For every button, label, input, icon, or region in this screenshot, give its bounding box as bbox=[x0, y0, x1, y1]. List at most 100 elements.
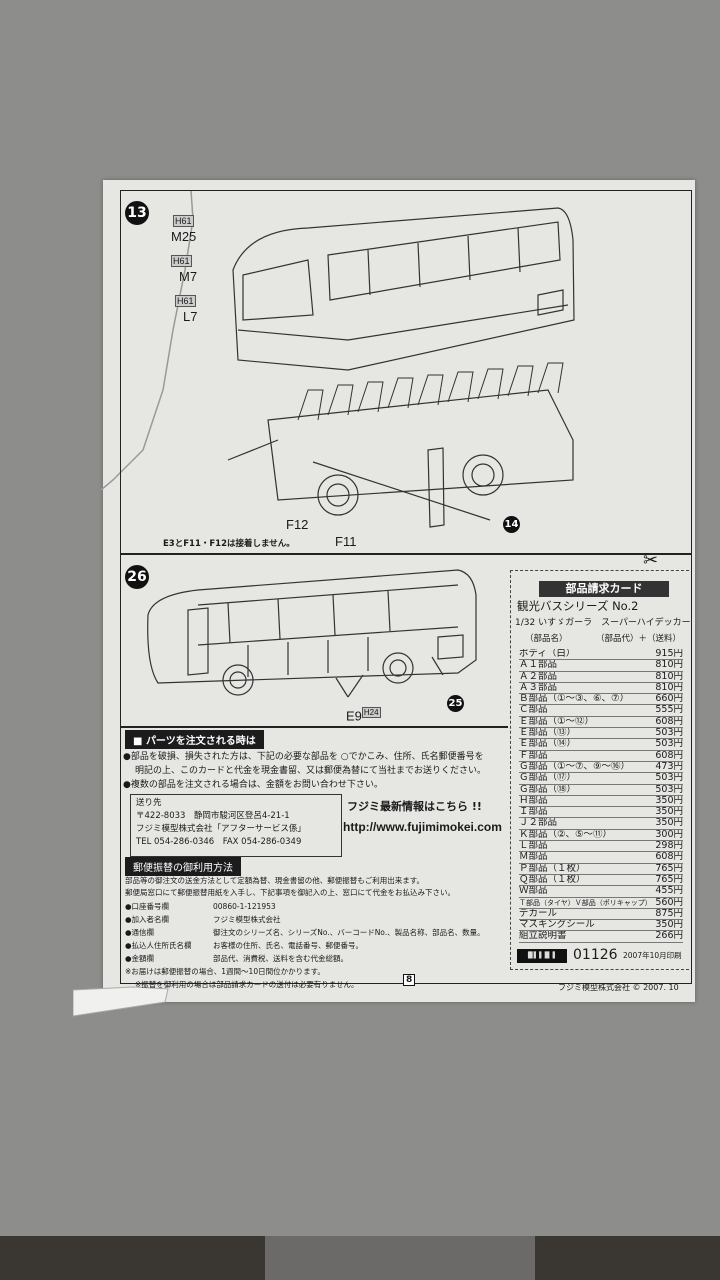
field-label: ●通信欄 bbox=[125, 928, 155, 937]
part-name: Ａ２部品 bbox=[519, 671, 558, 682]
part-name: Ｐ部品（１枚） bbox=[519, 863, 586, 874]
parts-row: Ｊ２部品 350円 bbox=[519, 818, 683, 830]
parts-row: Ａ２部品 810円 bbox=[519, 672, 683, 683]
part-price: 298円 bbox=[655, 841, 683, 852]
part-price: 503円 bbox=[655, 773, 683, 784]
scissors-icon: ✂ bbox=[643, 550, 659, 571]
part-m7: M7 bbox=[179, 269, 198, 284]
part-price: 503円 bbox=[655, 728, 683, 739]
address-heading: 送り先 bbox=[136, 798, 162, 808]
column-price: （部品代）＋（送料） bbox=[596, 634, 682, 644]
parts-row: デカール 875円 bbox=[519, 908, 683, 921]
part-m25: M25 bbox=[171, 229, 197, 244]
part-price: 608円 bbox=[655, 750, 683, 761]
parts-row: Ｇ部品（⑰）503円 bbox=[519, 773, 683, 785]
promo-text: フジミ最新情報はこちら !! bbox=[347, 800, 482, 813]
parts-row: Ｌ部品 298円 bbox=[519, 841, 683, 853]
part-price: 608円 bbox=[655, 852, 683, 863]
parts-row: Ｋ部品（②、⑤〜⑪） 300円 bbox=[519, 829, 683, 842]
parts-row: Ｆ部品 608円 bbox=[519, 751, 683, 762]
tag-h61: H61 bbox=[175, 295, 196, 307]
order-bullet-2: ●複数の部品を注文される場合は、金額をお問い合わせ下さい。 bbox=[123, 780, 383, 790]
order-section-title: ■ パーツを注文される時は bbox=[125, 730, 264, 749]
step-14-reference: 14 bbox=[503, 516, 520, 533]
part-name: 組立説明書 bbox=[519, 931, 567, 942]
part-price: 503円 bbox=[655, 739, 683, 750]
part-name: Ｌ部品 bbox=[519, 841, 548, 852]
parts-request-card: 部品請求カード 観光バスシリーズ No.2 1/32 いすゞガーラ スーパーハイ… bbox=[510, 570, 691, 970]
bus-assembly-illustration bbox=[227, 207, 575, 528]
part-name: Ｃ部品 bbox=[519, 705, 548, 716]
part-name: Ｔ部品（タイヤ）Ｖ部品（ポリキャップ） bbox=[519, 898, 652, 907]
table-edge-highlight bbox=[265, 1236, 535, 1280]
part-price: 765円 bbox=[655, 863, 683, 874]
part-name: デカール bbox=[519, 908, 558, 919]
step-13-note: E3とF11・F12は接着しません。 bbox=[163, 539, 295, 549]
part-price: 473円 bbox=[655, 761, 683, 772]
field-value: 00860-1-121953 bbox=[213, 902, 276, 911]
part-price: 875円 bbox=[655, 908, 683, 919]
parts-row: Ｑ部品（１枚）765円 bbox=[519, 875, 683, 887]
part-price: 608円 bbox=[655, 716, 683, 727]
part-name: Ｗ部品 bbox=[519, 886, 548, 897]
part-name: Ｅ部品（⑭） bbox=[519, 739, 577, 750]
barcode: █▌▌█▐ bbox=[517, 949, 567, 963]
part-name: Ｆ部品 bbox=[519, 750, 548, 761]
torn-edge bbox=[73, 190, 194, 1017]
part-price: 350円 bbox=[655, 920, 683, 931]
page-number: 8 bbox=[403, 974, 416, 986]
bus-side-illustration bbox=[147, 569, 477, 698]
tag-h61: H61 bbox=[173, 215, 194, 227]
field-label: ●払込人住所氏名欄 bbox=[125, 941, 192, 950]
part-name: マスキングシール bbox=[519, 920, 595, 931]
parts-row: Ｂ部品（①〜③、⑥、⑦） 660円 bbox=[519, 694, 683, 706]
product-code: 01126 bbox=[573, 947, 618, 963]
column-part-name: （部品名） bbox=[525, 634, 568, 644]
part-price: 300円 bbox=[655, 829, 683, 840]
part-price: 350円 bbox=[655, 795, 683, 806]
tag-h61: H61 bbox=[171, 255, 192, 267]
part-price: 503円 bbox=[655, 784, 683, 795]
order-bullet-1: ●部品を破損、損失された方は、下記の必要な部品を ○でかこみ、住所、氏名郵便番号… bbox=[123, 752, 484, 762]
part-name: Ａ１部品 bbox=[519, 660, 558, 671]
field-value: お客様の住所、氏名、電話番号、郵便番号。 bbox=[213, 941, 363, 950]
address-company: フジミ模型株式会社「アフターサービス係」 bbox=[136, 824, 306, 834]
order-bullet-1-cont: 明記の上、このカードと代金を現金書留、又は郵便為替にて当社までお送りください。 bbox=[135, 766, 487, 776]
parts-row: Ｅ部品（①〜⑫） 608円 bbox=[519, 716, 683, 729]
field-value: 御注文のシリーズ名、シリーズNo.、バーコードNo.、製品名称、部品名、数量。 bbox=[213, 928, 485, 937]
website-link[interactable]: http://www.fujimimokei.com bbox=[343, 820, 502, 834]
part-price: 560円 bbox=[655, 897, 683, 908]
parts-row: Ｐ部品（１枚） 765円 bbox=[519, 864, 683, 875]
part-name: Ｅ部品（①〜⑫） bbox=[519, 716, 595, 727]
product-name: 1/32 いすゞガーラ スーパーハイデッカー bbox=[515, 618, 691, 628]
part-price: 555円 bbox=[655, 705, 683, 716]
parts-row: Ｔ部品（タイヤ）Ｖ部品（ポリキャップ）560円 bbox=[519, 898, 683, 909]
part-price: 350円 bbox=[655, 818, 683, 829]
part-name: Ｋ部品（②、⑤〜⑪） bbox=[519, 829, 613, 840]
part-name: Ｂ部品（①〜③、⑥、⑦） bbox=[519, 694, 630, 705]
parts-row: Ｇ部品（⑱）503円 bbox=[519, 785, 683, 796]
field-label: ●口座番号欄 bbox=[125, 902, 170, 911]
order-divider bbox=[120, 726, 508, 728]
delivery-note: ※お届けは郵便振替の場合、1週間〜10日間位かかります。 bbox=[125, 967, 325, 976]
parts-row: Ｇ部品（①〜⑦、⑨〜⑯）473円 bbox=[519, 761, 683, 774]
part-name: ボディ（白） bbox=[519, 649, 576, 659]
part-price: 660円 bbox=[655, 694, 683, 705]
postal-intro-2: 郵便局窓口にて郵便振替用紙を入手し、下記事項を御記入の上、窓口にて代金をお払込み… bbox=[125, 888, 455, 897]
part-name: Ａ３部品 bbox=[519, 682, 558, 693]
part-name: Ｍ部品 bbox=[519, 852, 548, 863]
parts-row: Ａ１部品 810円 bbox=[519, 660, 683, 672]
part-price: 810円 bbox=[655, 660, 683, 671]
step-13-badge: 13 bbox=[125, 201, 149, 225]
parts-row: Ｃ部品 555円 bbox=[519, 705, 683, 717]
part-f12: F12 bbox=[286, 517, 309, 532]
field-value: フジミ模型株式会社 bbox=[213, 915, 281, 924]
part-price: 810円 bbox=[655, 671, 683, 682]
postal-transfer-title: 郵便振替の御利用方法 bbox=[125, 857, 241, 876]
part-l7: L7 bbox=[183, 309, 198, 324]
part-name: Ｊ２部品 bbox=[519, 818, 558, 829]
field-label: ●加入者名欄 bbox=[125, 915, 170, 924]
